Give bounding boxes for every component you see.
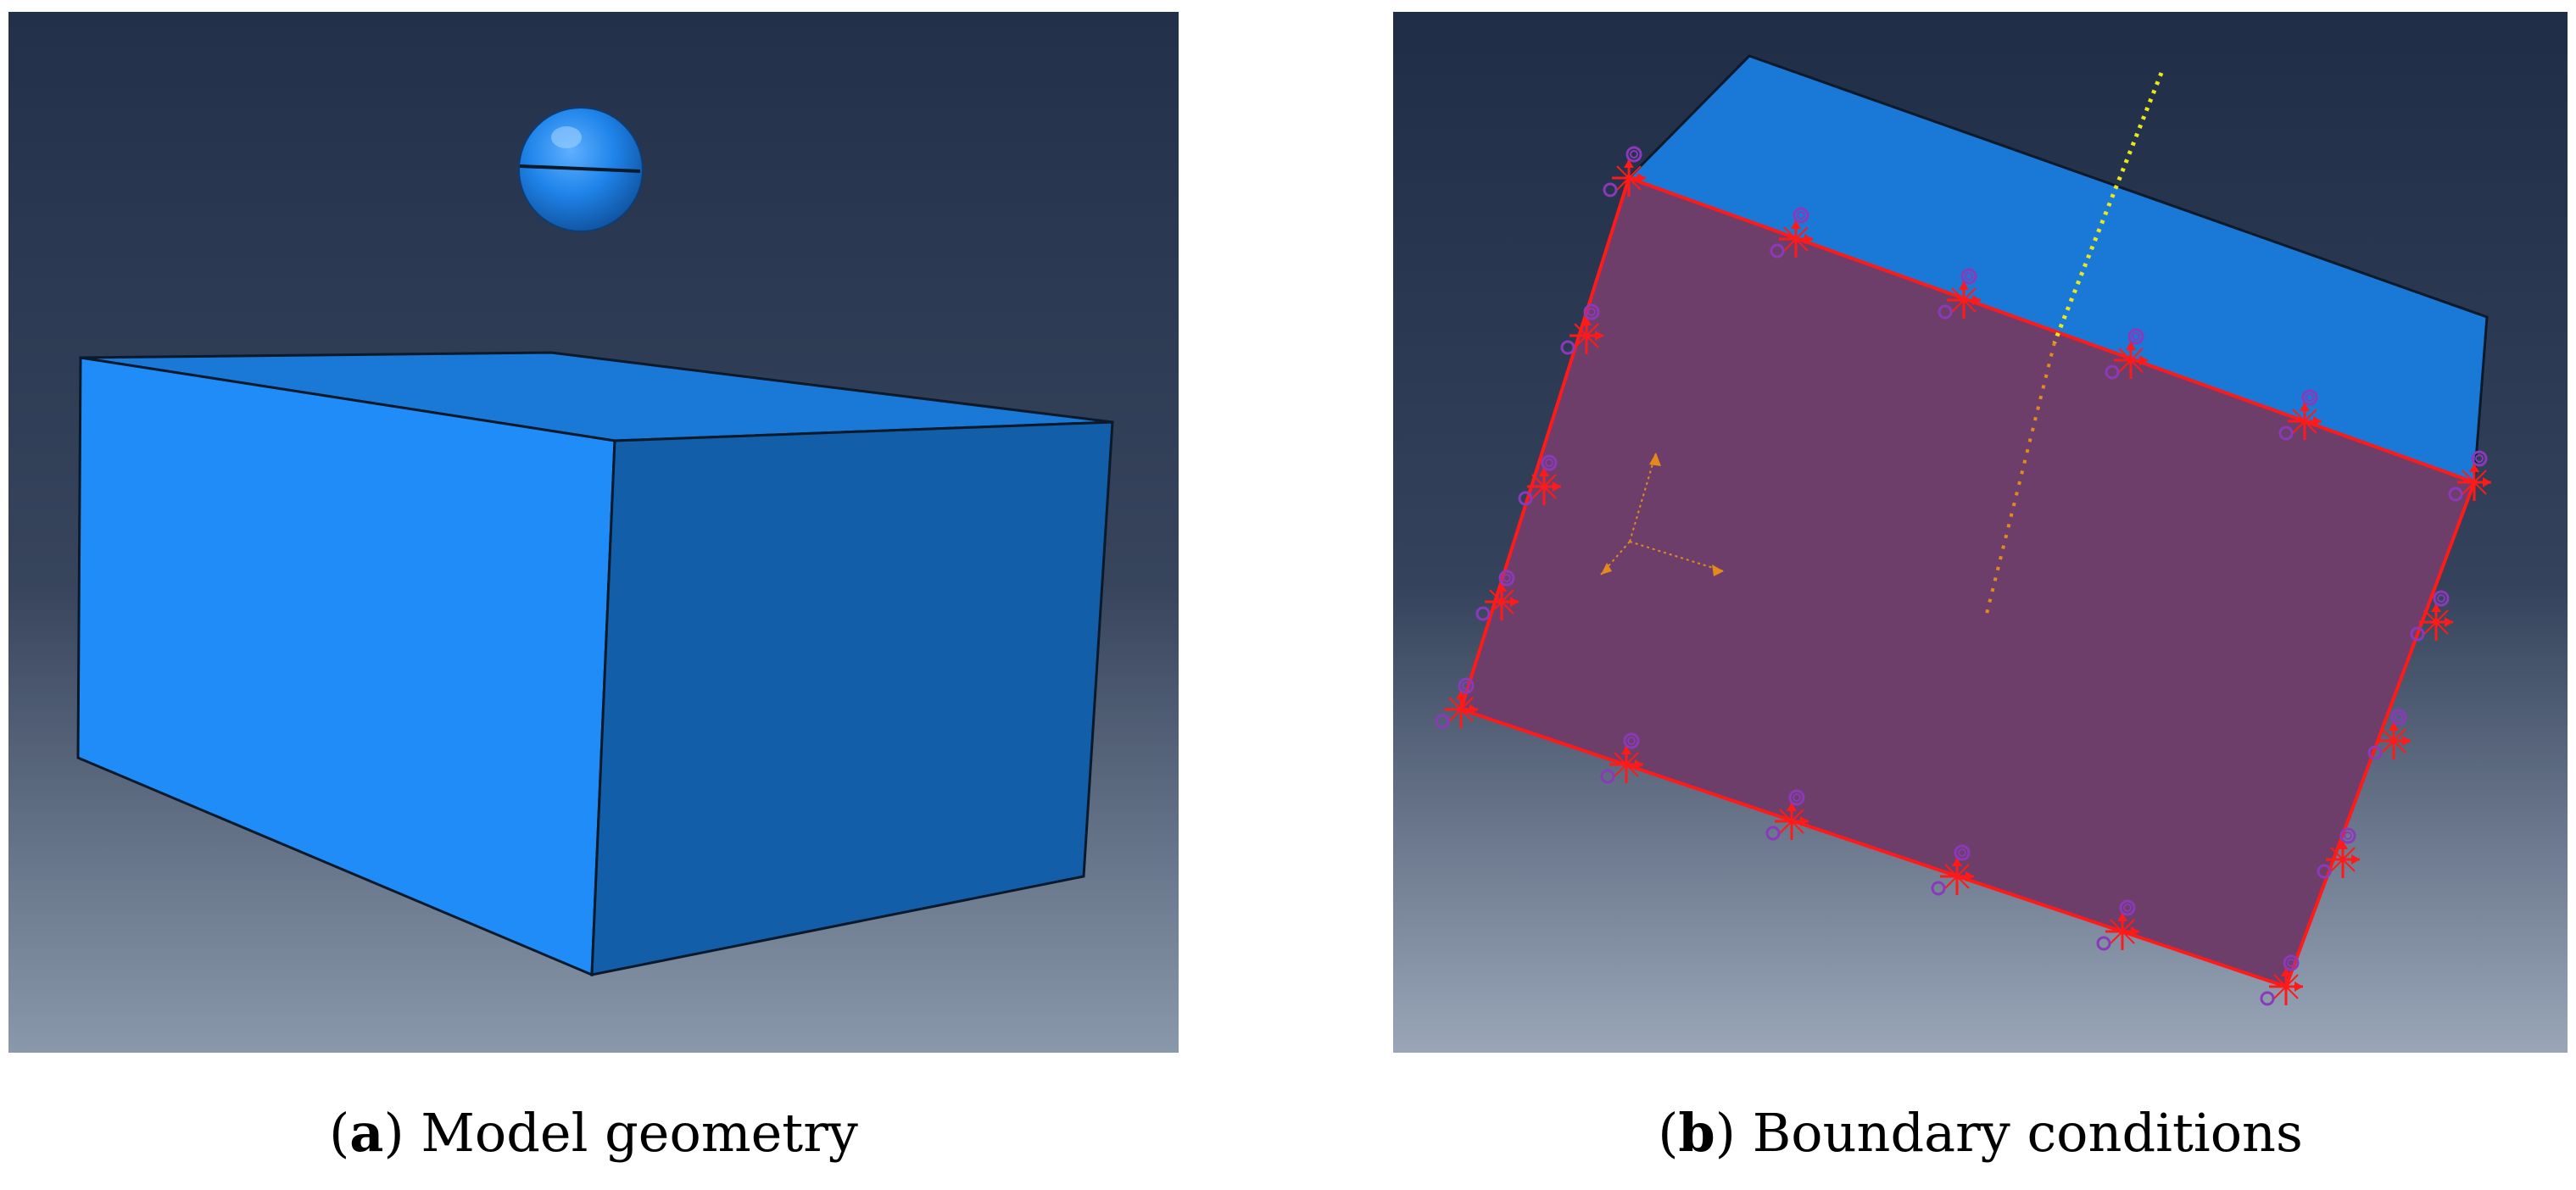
- caption-model-geometry: (a) Model geometry: [329, 1102, 858, 1164]
- panel-model-geometry: [8, 12, 1179, 1053]
- block-part: [76, 351, 1114, 977]
- sphere-highlight: [551, 126, 582, 148]
- panel-boundary-conditions: [1393, 12, 2568, 1053]
- block-side-face: [590, 420, 1114, 976]
- coordinate-triad-icon: [1600, 452, 1725, 576]
- sphere-partition-line: [519, 164, 641, 173]
- sphere-part: [518, 107, 644, 232]
- panel-letter: b: [1678, 1102, 1715, 1164]
- caption-text: Boundary conditions: [1752, 1102, 2303, 1164]
- caption-boundary-conditions: (b) Boundary conditions: [1658, 1102, 2303, 1164]
- panel-letter: a: [349, 1102, 384, 1164]
- reference-axis-lower: [1985, 342, 2056, 614]
- caption-text: Model geometry: [421, 1102, 858, 1164]
- reference-axis: [1985, 72, 2164, 614]
- reference-axis-upper: [2052, 72, 2164, 343]
- model-geometry-viewport: [8, 12, 1179, 1053]
- boundary-conditions-viewport: [1393, 12, 2568, 1053]
